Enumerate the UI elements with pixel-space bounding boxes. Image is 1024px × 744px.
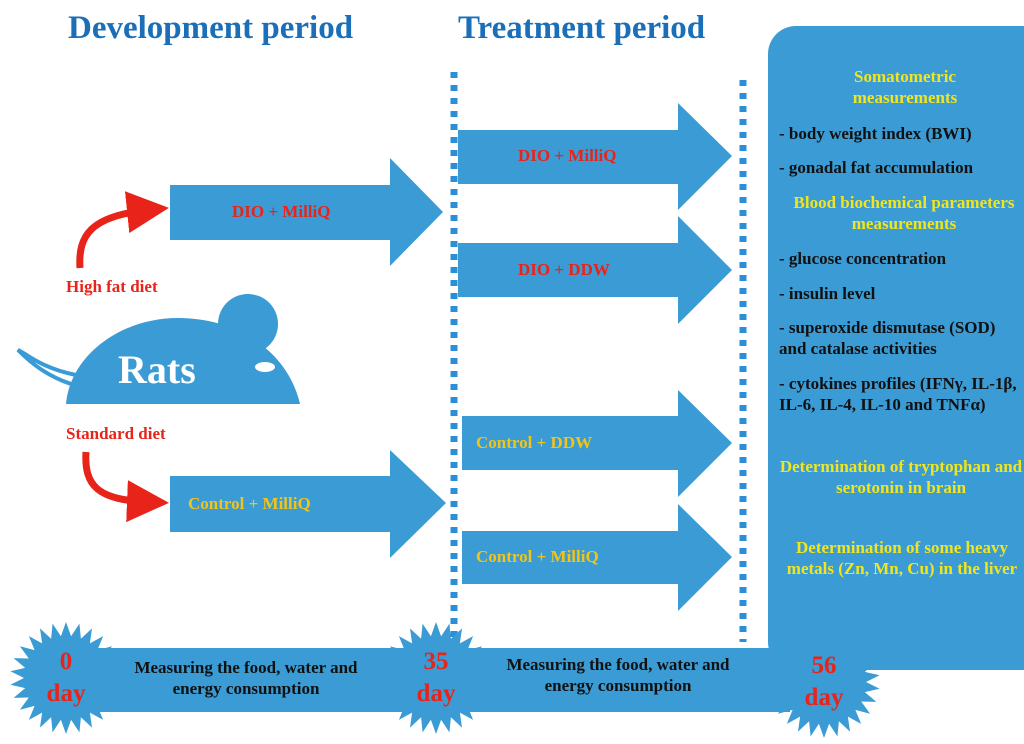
arrow-dev-control	[170, 450, 446, 558]
arrow-treat-control-milliq	[462, 504, 732, 611]
arrow-treat-control-ddw	[462, 390, 732, 497]
heading-treatment-period: Treatment period	[458, 10, 706, 46]
starburst-day0	[10, 622, 122, 734]
panel-heading-blood: Blood biochemical parameters measurement…	[793, 193, 1015, 233]
arrow-standard-diet	[82, 451, 169, 523]
label-treat-dio-ddw: DIO + DDW	[518, 260, 610, 279]
heading-development-period: Development period	[68, 10, 354, 46]
label-dev-dio-milliq: DIO + MilliQ	[232, 202, 331, 221]
day56-number: 56	[811, 652, 837, 679]
panel-item-sod-catalase: - superoxide dismutase (SOD) and catalas…	[779, 318, 996, 358]
measuring-label-development: Measuring the food, water and energy con…	[134, 658, 358, 698]
starburst-day35	[380, 622, 492, 734]
arrow-treat-dio-milliq	[458, 103, 732, 210]
day35-unit: day	[416, 680, 456, 707]
arrow-high-fat-diet	[76, 191, 169, 269]
label-treat-control-ddw: Control + DDW	[476, 433, 593, 452]
panel-item-insulin: - insulin level	[779, 284, 876, 303]
measuring-label-treatment: Measuring the food, water and energy con…	[506, 655, 730, 695]
panel-item-bwi: - body weight index (BWI)	[779, 124, 972, 143]
label-high-fat-diet: High fat diet	[66, 277, 158, 296]
day56-unit: day	[804, 684, 844, 711]
day0-number: 0	[59, 648, 73, 675]
arrow-treat-dio-ddw	[458, 216, 732, 324]
panel-heading-heavy-metals: Determination of some heavy metals (Zn, …	[786, 538, 1018, 578]
arrow-dev-dio	[170, 158, 443, 266]
panel-heading-somatometric: Somatometric measurements	[852, 67, 958, 107]
panel-item-glucose: - glucose concentration	[779, 249, 947, 268]
label-standard-diet: Standard diet	[66, 424, 166, 443]
label-dev-control-milliq: Control + MilliQ	[188, 494, 311, 513]
day35-number: 35	[423, 648, 449, 675]
label-rats: Rats	[118, 347, 196, 392]
panel-item-cytokines: - cytokines profiles (IFNγ, IL-1β, IL-6,…	[779, 374, 1017, 414]
label-treat-dio-milliq: DIO + MilliQ	[518, 146, 617, 165]
panel-heading-tryptophan: Determination of tryptophan and serotoni…	[779, 457, 1023, 497]
results-panel	[768, 26, 1024, 670]
label-treat-control-milliq: Control + MilliQ	[476, 547, 599, 566]
day0-unit: day	[46, 680, 86, 707]
panel-item-gonadal-fat: - gonadal fat accumulation	[779, 158, 974, 177]
rat-icon	[16, 294, 300, 404]
